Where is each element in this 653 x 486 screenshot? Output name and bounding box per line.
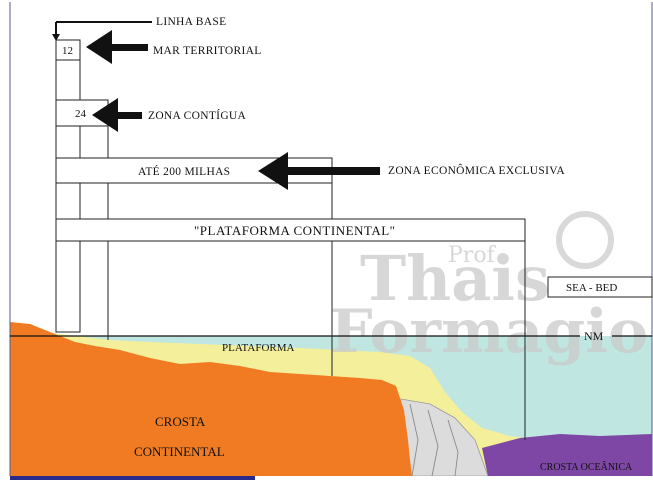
plataforma-label: PLATAFORMA [222, 342, 295, 354]
arrow-zee-icon [258, 152, 380, 190]
continental-crust [10, 322, 412, 476]
sea-bed-label: SEA - BED [566, 282, 617, 294]
bottom-margin [0, 476, 653, 486]
ate-200-label: ATÉ 200 MILHAS [138, 164, 230, 178]
arrow-zona-contigua-icon [92, 98, 142, 132]
watermark-line2: Thais [360, 242, 550, 315]
plataforma-continental-label: "PLATAFORMA CONTINENTAL" [194, 223, 395, 238]
linha-base-label: LINHA BASE [156, 16, 226, 28]
box-12-label: 12 [62, 45, 73, 57]
watermark-line3: Formagio [330, 297, 648, 367]
box-sea-bed [547, 276, 653, 298]
slope-cracks [409, 403, 459, 477]
zona-economica-label: ZONA ECONÔMICA EXCLUSIVA [388, 163, 565, 177]
box-plataforma-continental [55, 218, 526, 242]
box-24-label: 24 [75, 108, 87, 120]
continental-label: CONTINENTAL [134, 444, 225, 459]
oceanic-crust [482, 434, 652, 476]
baseline-pointer [52, 21, 152, 41]
watermark-logo-icon [556, 211, 614, 269]
watermark-line1: Prof [448, 243, 497, 268]
mar-territorial-label: MAR TERRITORIAL [153, 45, 262, 57]
crosta-oceanica-label: CROSTA OCEÂNICA [540, 461, 633, 473]
frame-bottom-left [10, 476, 255, 480]
arrow-mar-territorial-icon [86, 30, 148, 64]
watermark: Prof Thais Formagio [330, 211, 648, 367]
zona-contigua-label: ZONA CONTÍGUA [148, 108, 247, 122]
crosta-label: CROSTA [155, 414, 206, 429]
box-12 [55, 39, 81, 61]
nm-label: NM [584, 329, 604, 343]
